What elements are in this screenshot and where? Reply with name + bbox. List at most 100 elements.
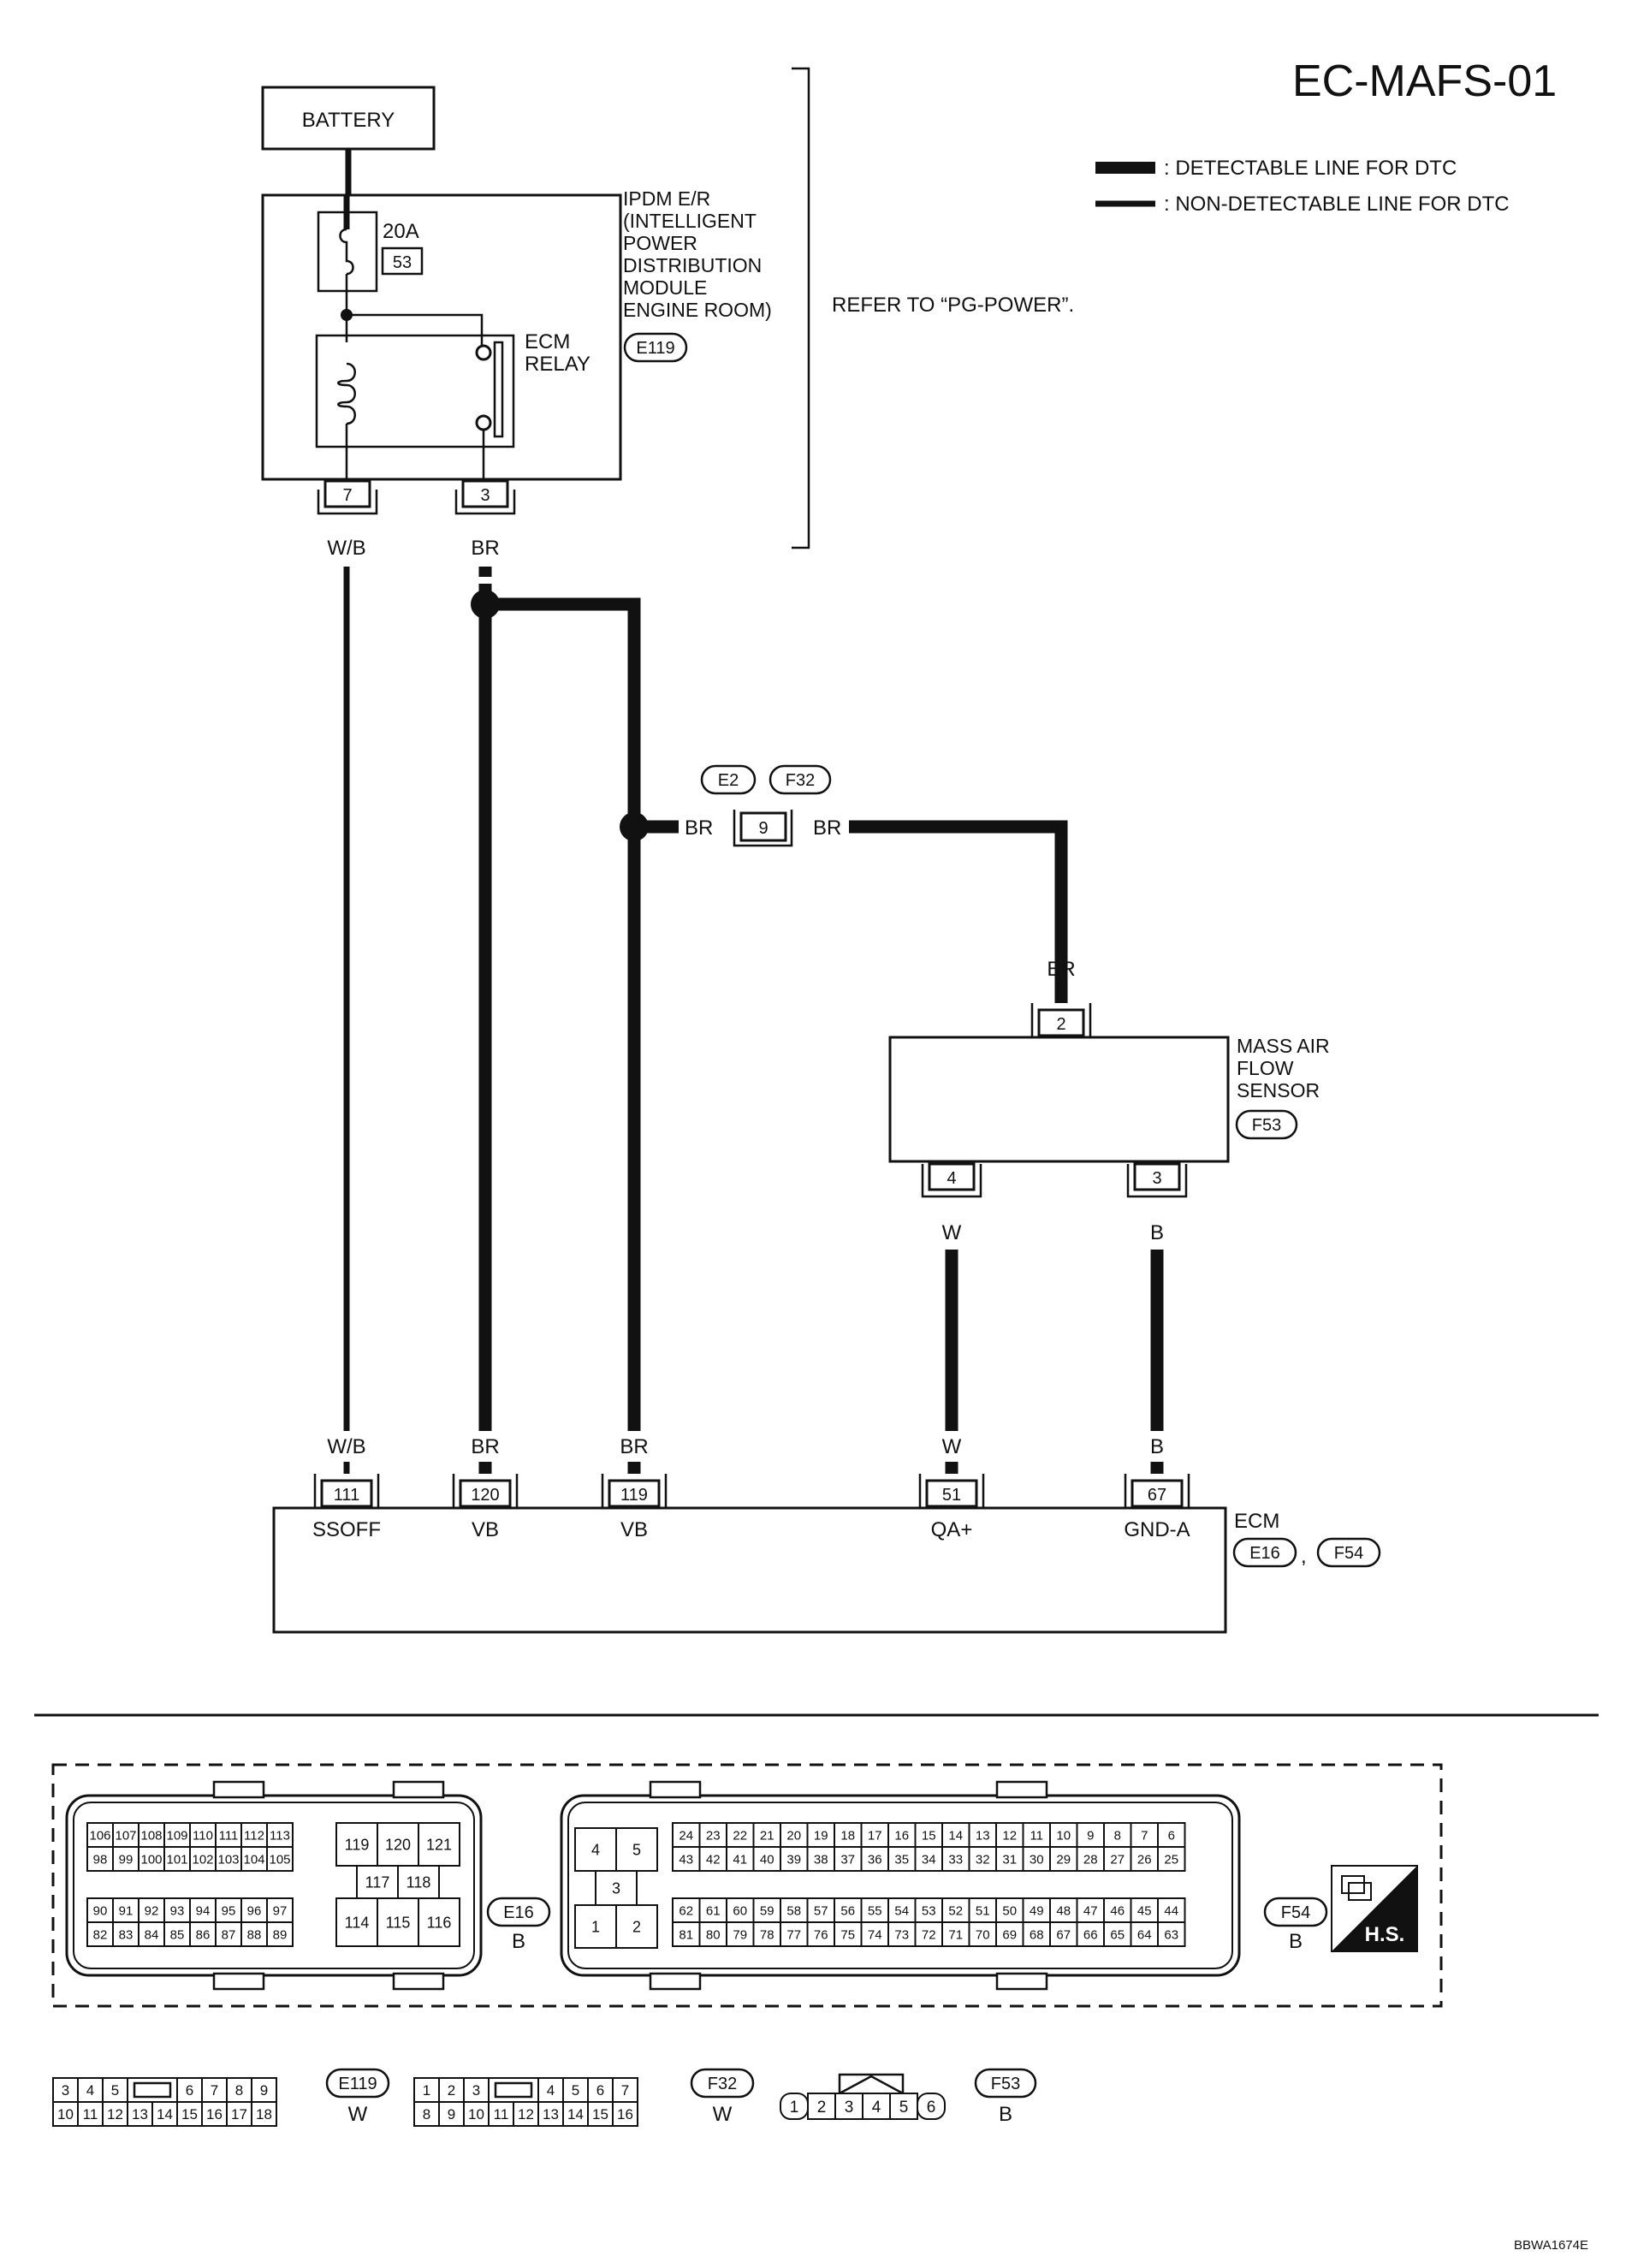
f32-pin-cell	[413, 2101, 440, 2127]
e16-pin-label: 99	[119, 1852, 134, 1867]
f32-pin-cell	[537, 2101, 564, 2127]
e119-pin-cell	[77, 2101, 104, 2127]
ecm-pin-67-num: 67	[1148, 1486, 1166, 1505]
wire-color-br-joint-right: BR	[813, 816, 841, 840]
f54-pin-label: 27	[1110, 1852, 1125, 1867]
e119-pin-label: 16	[206, 2106, 223, 2123]
f32-pin-label: 13	[543, 2106, 559, 2123]
e16-pin-label: 114	[345, 1914, 370, 1931]
wire-color-w-maf: W	[942, 1221, 962, 1244]
f54-pin-cell	[780, 1897, 809, 1923]
ecm-pin-name-67: GND-A	[1124, 1518, 1190, 1541]
e16-pin-label: 96	[247, 1903, 262, 1918]
e119-pin-label: 9	[260, 2082, 268, 2099]
e16-pin-cell	[189, 1846, 217, 1872]
refer-text: REFER TO “PG-POWER”.	[832, 294, 1074, 317]
ecm-relay-label-2: RELAY	[525, 353, 590, 376]
maf-label-line: MASS AIR	[1237, 1035, 1330, 1057]
f54-color: B	[1289, 1930, 1303, 1953]
e16-pin-label: 116	[427, 1914, 452, 1931]
relay-contact-top	[475, 344, 492, 361]
f54-pin-label: 73	[894, 1927, 909, 1942]
ecm-connector-separator: ,	[1301, 1545, 1307, 1568]
fuse-number-box	[381, 246, 424, 276]
f54-pin-cell	[914, 1897, 943, 1923]
ecm-pin-111: 111	[313, 1474, 380, 1510]
e16-pin-label: 94	[196, 1903, 211, 1918]
e16-pin-cell	[418, 1897, 460, 1947]
f54-pin-cell	[860, 1921, 889, 1947]
e16-pin-label: 105	[269, 1852, 290, 1867]
f54-pin-cell	[914, 1921, 943, 1947]
f54-pin-label: 20	[786, 1828, 801, 1843]
fuse-icon	[339, 228, 354, 276]
f54-pin-cell	[780, 1921, 809, 1947]
f54-pin-cell	[780, 1846, 809, 1872]
e16-pin-cell	[112, 1846, 139, 1872]
f54-pin-cell	[752, 1921, 781, 1947]
wire-color-wb-top: W/B	[327, 537, 365, 560]
f53-pin-label: 1	[790, 2099, 799, 2117]
relay-switch-bar	[493, 341, 504, 438]
f54-pin-cell	[860, 1822, 889, 1848]
f54-latch	[649, 1972, 702, 1991]
f32-key-mark	[494, 2081, 533, 2099]
f54-pin-label: 74	[868, 1927, 882, 1942]
f54-pin-label: 13	[976, 1828, 990, 1843]
e16-pin-label: 103	[217, 1852, 239, 1867]
f53-color: B	[999, 2103, 1012, 2126]
f54-pin-label: 4	[591, 1841, 600, 1858]
maf-pin-4-label: 4	[947, 1169, 956, 1188]
f32-pin-label: 16	[617, 2106, 633, 2123]
f54-pin-cell	[1049, 1921, 1078, 1947]
f54-pin-cell	[726, 1846, 755, 1872]
connector-tag-e119-label: E119	[636, 339, 674, 358]
e16-shell-inner	[73, 1802, 475, 1969]
connector-tag-f53-label: F53	[1252, 1116, 1281, 1135]
f54-pin-label: 77	[786, 1927, 801, 1942]
e119-pin-label: 6	[186, 2082, 193, 2099]
connector-tag-f54-label: F54	[1334, 1544, 1363, 1563]
e16-color: B	[512, 1930, 525, 1953]
fuse-number: 53	[393, 253, 412, 272]
e119-pin-cell	[201, 2077, 228, 2103]
ipdm-pin-3-label: 3	[480, 486, 490, 505]
e16-pin-cell	[377, 1822, 419, 1867]
f54-pin-cell	[698, 1897, 727, 1923]
e119-pin-label: 15	[181, 2106, 198, 2123]
ipdm-label-line: DISTRIBUTION	[623, 254, 762, 276]
f54-pin-cell	[1103, 1846, 1132, 1872]
connector-tag-f54-face	[1263, 1897, 1328, 1927]
f54-latch	[649, 1780, 702, 1799]
f54-pin-label: 36	[868, 1852, 882, 1867]
f54-pin-label: 45	[1137, 1903, 1152, 1918]
ecm-pin-name-111: SSOFF	[312, 1518, 381, 1541]
f54-pin-label: 70	[976, 1927, 990, 1942]
connector-tag-f32-face	[690, 2068, 755, 2099]
ecm-pin-120: 120	[452, 1474, 519, 1510]
connector-tag-f32-label: F32	[786, 771, 815, 790]
f32-pin-label: 9	[448, 2106, 455, 2123]
connector-tag-e119-face-label: E119	[338, 2075, 377, 2093]
e119-pin-label: 18	[256, 2106, 272, 2123]
connector-tag-f53-face	[974, 2068, 1037, 2099]
e16-pin-label: 120	[385, 1836, 411, 1853]
hs-plug-glyph	[1341, 1875, 1365, 1894]
f54-pin-label: 68	[1030, 1927, 1044, 1942]
f54-pin-label: 22	[733, 1828, 747, 1843]
ecm-pin-111-num: 111	[334, 1486, 359, 1505]
legend-nondetectable-label: : NON-DETECTABLE LINE FOR DTC	[1164, 193, 1510, 216]
f54-pin-cell	[1049, 1846, 1078, 1872]
f54-pin-cell	[1157, 1822, 1186, 1848]
e16-pin-label: 93	[170, 1903, 185, 1918]
f54-pin-label: 31	[1002, 1852, 1017, 1867]
f54-pin-cell	[1130, 1921, 1159, 1947]
e16-pin-cell	[397, 1865, 440, 1899]
f54-pin-cell	[995, 1846, 1024, 1872]
e16-pin-label: 109	[166, 1828, 187, 1843]
battery-box	[261, 86, 436, 151]
f54-latch	[995, 1972, 1048, 1991]
ecm-wire-color-67: B	[1150, 1435, 1164, 1458]
f54-pin-label: 72	[922, 1927, 936, 1942]
